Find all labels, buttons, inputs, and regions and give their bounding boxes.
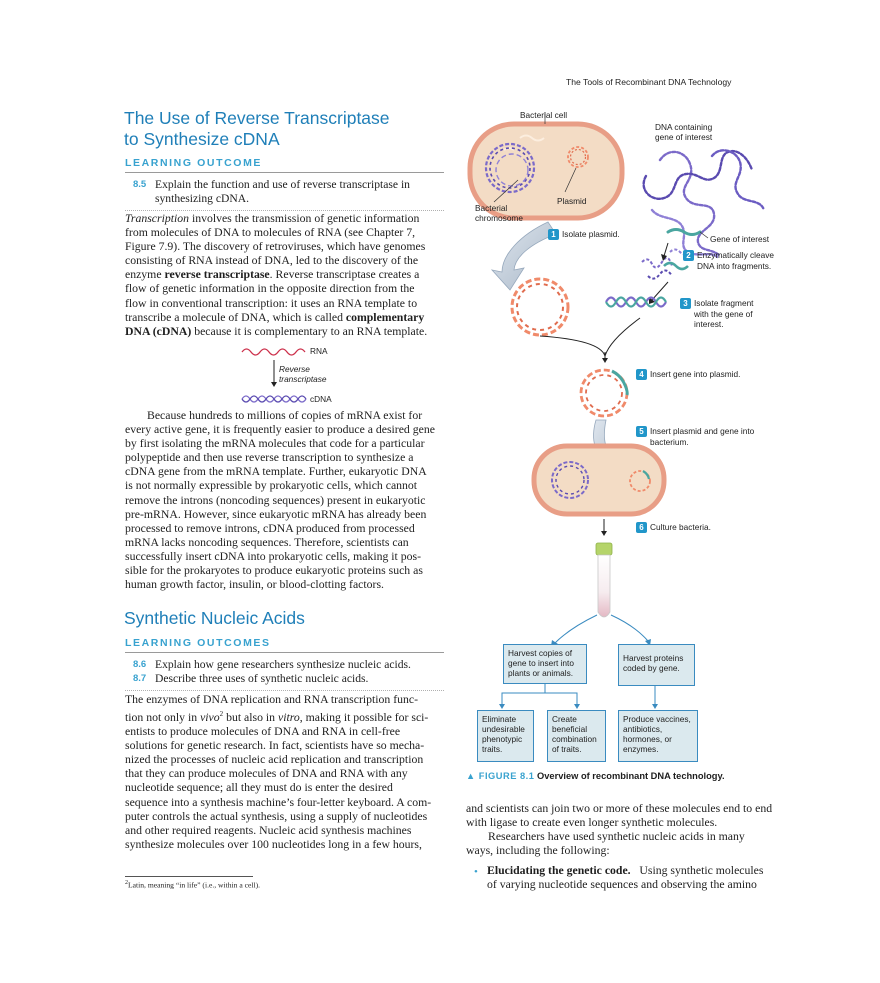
split-arrow-right <box>545 692 578 706</box>
split-arrow-left <box>501 683 546 706</box>
footnote-rule <box>125 876 253 877</box>
bullet-genetic-code: Elucidating the genetic code. Using synt… <box>487 864 764 892</box>
bacterial-chromosome-label: Bacterial chromosome <box>475 203 523 224</box>
outcome-number: 8.5 <box>133 179 147 190</box>
step-badge-4: 4 <box>636 369 647 380</box>
bacterial-cell-top <box>467 121 625 221</box>
isolated-fragment <box>605 296 667 308</box>
learning-outcome-end-rule <box>125 210 444 211</box>
reverse-transcriptase-label: Reverse transcriptase <box>279 364 327 385</box>
outcome-text-line1: Explain the function and use of reverse … <box>155 178 410 191</box>
recombinant-plasmid <box>579 368 629 418</box>
branch-arrow-right <box>610 614 649 642</box>
gene-of-interest-label: Gene of interest <box>710 234 770 244</box>
learning-outcome-8-6: 8.6 Explain how gene researchers synthes… <box>133 658 411 671</box>
step-badge-3: 3 <box>680 298 691 309</box>
figure-number: ▲ FIGURE 8.1 <box>466 771 535 781</box>
plasmid-top <box>567 146 589 168</box>
test-tube <box>595 542 613 618</box>
bullet-heading: Elucidating the genetic code. <box>487 864 631 877</box>
learning-outcomes-label: LEARNING OUTCOMES <box>125 637 271 649</box>
gene-leader-line <box>699 231 709 239</box>
rna-strand <box>241 348 306 356</box>
section-title-line1: The Use of Reverse Transcriptase <box>124 108 390 128</box>
transcription-arrowhead <box>271 382 277 387</box>
box-harvest-proteins: Harvest proteins coded by gene. <box>618 644 695 686</box>
outcome-text-line2: synthesizing cDNA. <box>155 191 250 205</box>
learning-outcomes-rule <box>125 652 444 653</box>
bacterial-chromosome-bottom <box>551 461 589 499</box>
section-title-synthetic-nucleic-acids: Synthetic Nucleic Acids <box>124 608 305 628</box>
box-harvest-genes: Harvest copies of gene to insert into pl… <box>503 644 587 684</box>
tube-cap <box>595 542 613 556</box>
figure-title: Overview of recombinant DNA technology. <box>537 771 725 781</box>
cleave-arrow <box>663 242 669 257</box>
section-title-reverse-transcriptase: The Use of Reverse Transcriptase to Synt… <box>124 108 390 150</box>
step-badge-5: 5 <box>636 426 647 437</box>
isolate-plasmid-arrow <box>490 221 557 291</box>
section-title-line2: to Synthesize cDNA <box>124 129 280 149</box>
step-badge-1: 1 <box>548 229 559 240</box>
rna-label: RNA <box>310 346 328 356</box>
box-eliminate-traits: Eliminate undesirable phenotypic traits. <box>477 710 534 762</box>
step-badge-2: 2 <box>683 250 694 261</box>
dna-fragments <box>641 248 691 280</box>
paragraph-right-column: and scientists can join two or more of t… <box>466 802 773 858</box>
rna-cdna-diagram-svg <box>241 348 307 403</box>
bacterial-cell-label: Bacterial cell <box>520 110 568 120</box>
figure-caption: ▲ FIGURE 8.1 Overview of recombinant DNA… <box>466 771 725 781</box>
plasmid-leader-line <box>564 167 577 193</box>
bacterial-chromosome-top <box>484 142 536 194</box>
learning-outcome-8-7: 8.7 Describe three uses of synthetic nuc… <box>133 672 369 685</box>
recombinant-plasmid-in-cell <box>629 470 651 492</box>
cdna-label: cDNA <box>310 394 332 404</box>
paragraph-mrna: Because hundreds to millions of copies o… <box>125 409 435 592</box>
chromosome-leader-line <box>493 179 519 203</box>
branch-arrow-left <box>554 614 598 644</box>
paragraph-transcription: Transcription involves the transmission … <box>125 212 428 338</box>
learning-outcome-rule <box>125 172 444 173</box>
plasmid-label: Plasmid <box>557 196 587 206</box>
gene-of-interest-segment <box>666 228 702 236</box>
bacterial-cell-recombinant <box>531 443 667 517</box>
running-head: The Tools of Recombinant DNA Technology <box>566 77 732 87</box>
isolate-fragment-arrow <box>651 281 669 301</box>
box-produce-vaccines: Produce vaccines, antibiotics, hormones,… <box>618 710 698 762</box>
dna-containing-gene-label: DNA containing gene of interest <box>655 122 713 143</box>
term-complementary-dna: complementary <box>345 310 425 324</box>
paragraph-enzymes: The enzymes of DNA replication and RNA t… <box>125 693 432 851</box>
box-create-traits: Create beneficial combination of traits. <box>547 710 606 762</box>
bullet-dot: • <box>474 866 478 878</box>
dna-tangle <box>642 149 766 260</box>
cdna-strand-b <box>241 395 307 403</box>
learning-outcome-label: LEARNING OUTCOME <box>125 157 263 169</box>
footnote: 2Latin, meaning “in life” (i.e., within … <box>125 880 260 890</box>
tube-body <box>597 554 611 618</box>
step-badge-6: 6 <box>636 522 647 533</box>
isolated-plasmid <box>510 277 570 337</box>
term-reverse-transcriptase: reverse transcriptase <box>164 268 270 282</box>
learning-outcomes-end-rule <box>125 690 444 691</box>
inserted-gene <box>611 369 629 396</box>
reverse-transcription-diagram: RNA Reverse transcriptase cDNA <box>238 342 358 406</box>
figure-8-1-artwork <box>467 112 766 709</box>
